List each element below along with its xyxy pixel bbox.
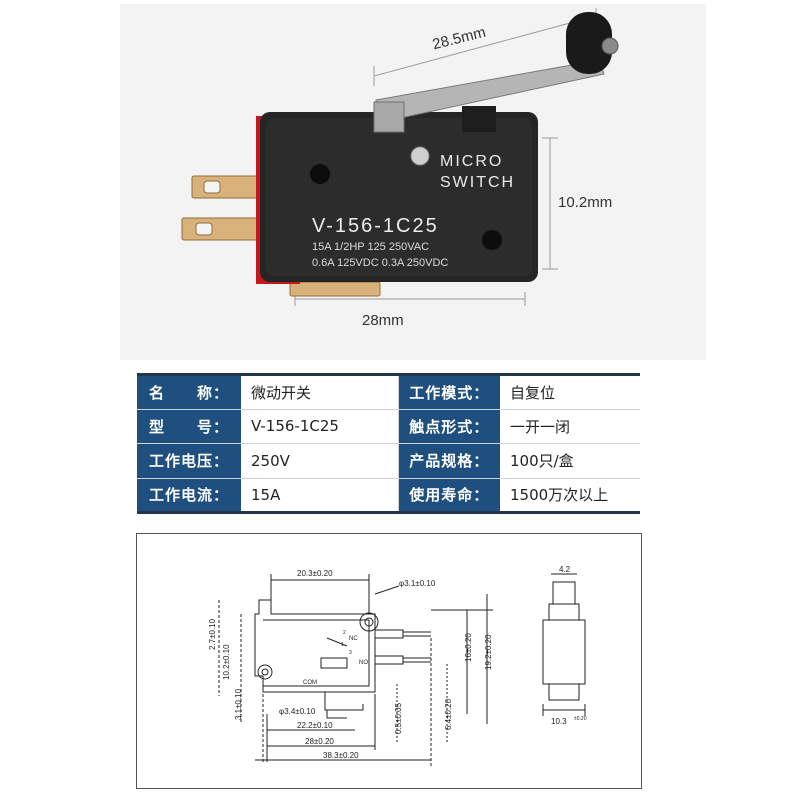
terminal-com-label: COM bbox=[303, 680, 317, 686]
dim-19-2: 19.2±0.20 bbox=[484, 634, 493, 670]
pin-3-label: 3 bbox=[349, 650, 352, 656]
spec-key: 工作电压： bbox=[137, 443, 241, 478]
spec-value: 自复位 bbox=[500, 374, 640, 409]
spec-key: 使用寿命： bbox=[398, 478, 500, 513]
terminal-no-label: NO bbox=[359, 660, 368, 666]
spec-key: 工作模式： bbox=[398, 374, 500, 409]
dimension-drawing: 20.3±0.20 φ3.1±0.10 2.7±0.10 10.2±0.10 3… bbox=[208, 565, 587, 766]
spec-key: 产品规格： bbox=[398, 443, 500, 478]
dim-height-label: 10.2mm bbox=[558, 194, 613, 211]
dim-0-5: 0.5±0.05 bbox=[394, 702, 403, 734]
pin-1-label: 1 bbox=[341, 642, 344, 648]
micro-switch-illustration: MICRO SWITCH V-156-1C25 15A 1/2HP 125 25… bbox=[181, 8, 619, 306]
spec-value: 1500万次以上 bbox=[500, 478, 640, 513]
dim-4-2: 4.2 bbox=[559, 565, 571, 574]
switch-rating-line2: 0.6A 125VDC 0.3A 250VDC bbox=[312, 257, 448, 269]
dim-10-3: 10.3 bbox=[551, 717, 567, 726]
spec-key: 触点形式： bbox=[398, 409, 500, 444]
switch-rating-line1: 15A 1/2HP 125 250VAC bbox=[312, 241, 429, 253]
switch-brand-line1: MICRO bbox=[440, 153, 503, 170]
spec-value: 250V bbox=[241, 443, 399, 478]
spec-key: 名 称： bbox=[137, 374, 241, 409]
dim-2-7: 2.7±0.10 bbox=[208, 618, 217, 650]
technical-drawing: 20.3±0.20 φ3.1±0.10 2.7±0.10 10.2±0.10 3… bbox=[136, 533, 642, 789]
dim-22-2: 22.2±0.10 bbox=[297, 721, 333, 730]
dim-width-label: 28mm bbox=[362, 312, 404, 329]
spec-row: 型 号： V-156-1C25 触点形式： 一开一闭 bbox=[137, 409, 640, 444]
dim-20-3: 20.3±0.20 bbox=[297, 569, 333, 578]
product-photo: MICRO SWITCH V-156-1C25 15A 1/2HP 125 25… bbox=[120, 4, 706, 360]
spec-row: 工作电流： 15A 使用寿命： 1500万次以上 bbox=[137, 478, 640, 513]
dim-28: 28±0.20 bbox=[305, 737, 334, 746]
spec-value: 100只/盒 bbox=[500, 443, 640, 478]
dim-phi3-4: φ3.4±0.10 bbox=[279, 707, 316, 716]
spec-table: 名 称： 微动开关 工作模式： 自复位 型 号： V-156-1C25 触点形式… bbox=[137, 373, 640, 514]
dim-3-1: 3.1±0.10 bbox=[234, 688, 243, 720]
switch-brand-line2: SWITCH bbox=[440, 174, 515, 191]
dim-38-3: 38.3±0.20 bbox=[323, 751, 359, 760]
switch-model-print: V-156-1C25 bbox=[312, 215, 439, 237]
pin-2-label: 2 bbox=[343, 630, 346, 636]
terminal-nc-label: NC bbox=[349, 636, 358, 642]
dim-phi3-1: φ3.1±0.10 bbox=[399, 579, 436, 588]
spec-value: 微动开关 bbox=[241, 374, 399, 409]
dim-16: 16±0.20 bbox=[464, 633, 473, 662]
dim-10-2: 10.2±0.10 bbox=[222, 644, 231, 680]
spec-value: 15A bbox=[241, 478, 399, 513]
spec-key: 型 号： bbox=[137, 409, 241, 444]
dim-10-3-tolerance: ±0.20 bbox=[574, 716, 587, 722]
dim-6-4: 6.4±0.20 bbox=[444, 698, 453, 730]
spec-row: 名 称： 微动开关 工作模式： 自复位 bbox=[137, 374, 640, 409]
spec-value: V-156-1C25 bbox=[241, 409, 399, 444]
spec-row: 工作电压： 250V 产品规格： 100只/盒 bbox=[137, 443, 640, 478]
spec-value: 一开一闭 bbox=[500, 409, 640, 444]
spec-key: 工作电流： bbox=[137, 478, 241, 513]
